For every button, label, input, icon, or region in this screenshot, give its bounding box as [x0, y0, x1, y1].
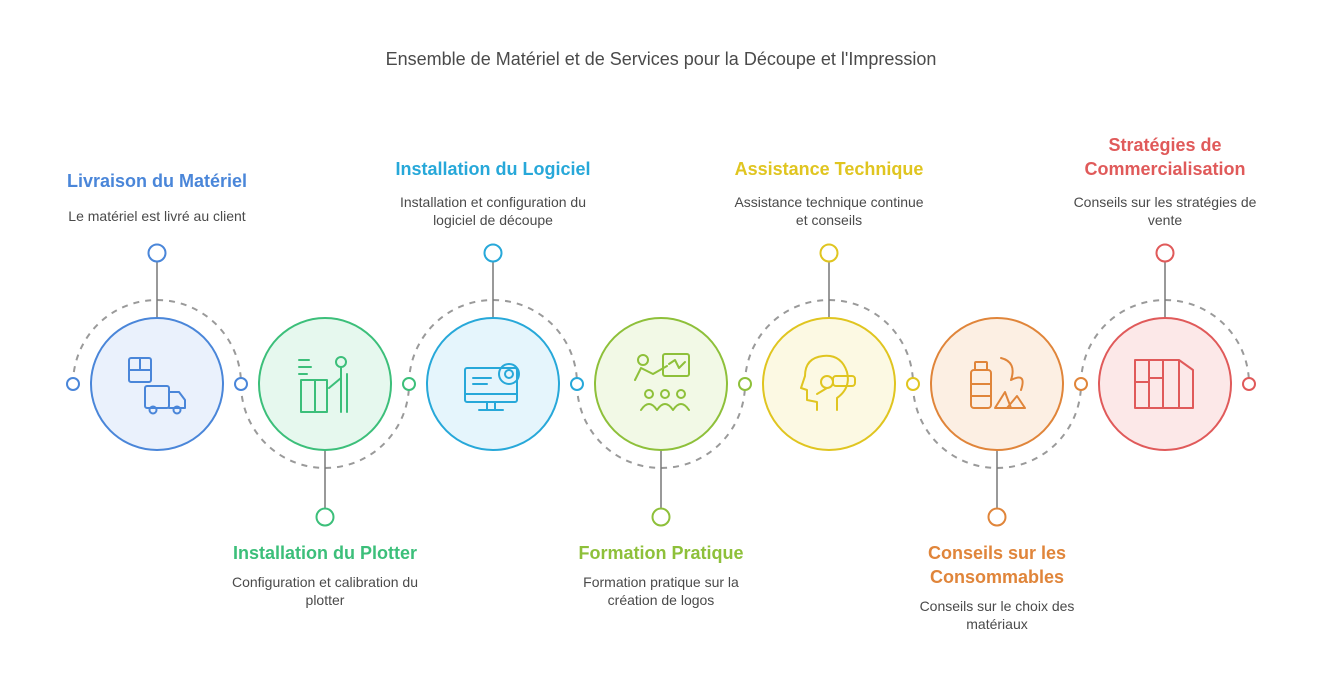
- step-description: Conseils sur le choix des: [919, 598, 1075, 614]
- connector-arc: [1080, 299, 1250, 385]
- connector-arc: [408, 299, 578, 385]
- headset-icon: [800, 354, 856, 411]
- step-node: [90, 243, 224, 451]
- connector-arc: [240, 383, 410, 469]
- step-description: Le matériel est livré au client: [68, 208, 246, 224]
- step-title: Assistance Technique: [734, 159, 924, 179]
- page-title: Ensemble de Matériel et de Services pour…: [385, 49, 937, 69]
- presentation-icon: [634, 353, 690, 411]
- step-title: Livraison du Matériel: [66, 171, 248, 191]
- step-description: matériaux: [966, 616, 1028, 632]
- step-node: [426, 243, 560, 451]
- connector-arc: [576, 383, 746, 469]
- junction-dot: [906, 377, 920, 391]
- junction-dot: [1074, 377, 1088, 391]
- step-description: Conseils sur les stratégies de: [1073, 194, 1257, 210]
- step-description: Assistance technique continue: [734, 194, 924, 210]
- junction-dot: [738, 377, 752, 391]
- step-description: logiciel de découpe: [433, 212, 553, 228]
- junction-dot: [1242, 377, 1256, 391]
- pin-dot: [1155, 243, 1175, 263]
- step-description: Installation et configuration du: [399, 194, 586, 210]
- step-description: plotter: [305, 592, 345, 608]
- step-circle: [426, 317, 560, 451]
- junction-dot: [570, 377, 584, 391]
- connector-arc: [72, 299, 242, 385]
- pin-dot: [147, 243, 167, 263]
- pin-dot: [651, 507, 671, 527]
- junction-dot: [234, 377, 248, 391]
- step-title: Consommables: [929, 567, 1065, 587]
- computer-gear-icon: [464, 363, 520, 411]
- step-title: Installation du Logiciel: [395, 159, 591, 179]
- step-title: Conseils sur les: [927, 543, 1067, 563]
- step-title: Commercialisation: [1084, 159, 1246, 179]
- step-description: vente: [1147, 212, 1183, 228]
- step-title: Formation Pratique: [578, 543, 744, 563]
- step-node: [1098, 243, 1232, 451]
- pin-dot: [819, 243, 839, 263]
- step-circle: [594, 317, 728, 451]
- workstation-icon: [298, 356, 348, 413]
- step-description: Formation pratique sur la: [583, 574, 739, 590]
- step-node: [930, 317, 1064, 527]
- junction-dot: [402, 377, 416, 391]
- step-description: et conseils: [795, 212, 863, 228]
- step-circle: [762, 317, 896, 451]
- strategy-icon: [1134, 359, 1194, 409]
- step-node: [762, 243, 896, 451]
- connector-arc: [912, 383, 1082, 469]
- step-node: [258, 317, 392, 527]
- step-title: Stratégies de: [1108, 135, 1222, 155]
- step-description: création de logos: [607, 592, 715, 608]
- junction-dot: [66, 377, 80, 391]
- pin-dot: [483, 243, 503, 263]
- delivery-truck-icon: [128, 357, 186, 415]
- pin-dot: [987, 507, 1007, 527]
- step-circle: [1098, 317, 1232, 451]
- connector-arc: [744, 299, 914, 385]
- pin-dot: [315, 507, 335, 527]
- step-circle: [90, 317, 224, 451]
- step-circle: [930, 317, 1064, 451]
- materials-icon: [970, 357, 1026, 409]
- step-node: [594, 317, 728, 527]
- step-title: Installation du Plotter: [232, 543, 417, 563]
- step-description: Configuration et calibration du: [231, 574, 418, 590]
- step-circle: [258, 317, 392, 451]
